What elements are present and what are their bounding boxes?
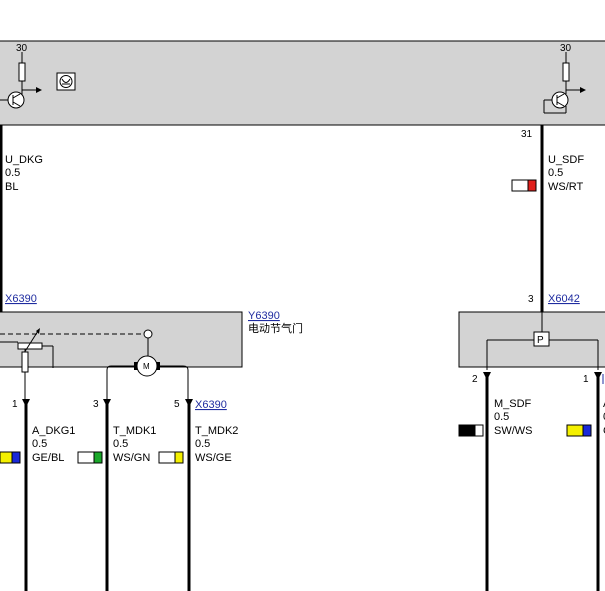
wire-label-a-dkg1: A_DKG1 0.5 GE/BL xyxy=(32,425,75,464)
right-supply-pin-label: 30 xyxy=(560,43,572,54)
right-supply-transistor-icon xyxy=(543,52,586,114)
wire-label-t-mdk2: T_MDK2 0.5 WS/GE xyxy=(195,425,238,464)
svg-text:P: P xyxy=(537,335,544,346)
svg-text:A_DKG1: A_DKG1 xyxy=(32,425,75,437)
wire-label-m-sdf: M_SDF 0.5 SW/WS xyxy=(494,398,533,437)
svg-text:WS/GE: WS/GE xyxy=(195,452,232,464)
wire-label-u-dkg: U_DKG 0.5 BL xyxy=(5,154,43,193)
svg-text:T_MDK1: T_MDK1 xyxy=(113,425,156,437)
sensor-symbol-icon xyxy=(56,72,76,91)
wire-label-u-sdf: U_SDF 0.5 WS/RT xyxy=(548,154,584,193)
top-control-module: 30 30 xyxy=(0,40,605,126)
throttle-potentiometer-icon xyxy=(0,328,153,400)
svg-text:U_SDF: U_SDF xyxy=(548,154,584,166)
wire-color-swatch-a-dkg1 xyxy=(0,451,21,464)
sensor-top-pin-label: 3 xyxy=(528,294,534,305)
pin-arrows-sensor xyxy=(483,372,602,380)
throttle-body-box xyxy=(0,311,243,368)
component-name-throttle: 电动节气门 xyxy=(248,321,303,335)
component-id-y6390[interactable]: Y6390 xyxy=(248,310,280,322)
svg-text:GE/BL: GE/BL xyxy=(32,452,64,464)
svg-text:0.5: 0.5 xyxy=(494,411,509,423)
top-module-body xyxy=(0,40,605,126)
svg-text:WS/GN: WS/GN xyxy=(113,452,150,464)
throttle-pin-5: 5 xyxy=(174,399,180,410)
sensor-pin-2: 2 xyxy=(472,374,478,385)
wire-color-swatch-m-sdf xyxy=(458,424,484,437)
pressure-sensor-module: P xyxy=(458,311,605,370)
svg-text:0.5: 0.5 xyxy=(113,438,128,450)
connector-x6042[interactable]: X6042 xyxy=(548,293,580,305)
svg-text:WS/RT: WS/RT xyxy=(548,181,584,193)
pressure-sensor-icon: P xyxy=(486,312,599,370)
svg-text:0.5: 0.5 xyxy=(548,167,563,179)
svg-text:M_SDF: M_SDF xyxy=(494,398,532,410)
sensor-pin-1: 1 xyxy=(583,374,589,385)
svg-text:U_DKG: U_DKG xyxy=(5,154,43,166)
connector-x6390-bottom[interactable]: X6390 xyxy=(195,399,227,411)
svg-text:0.5: 0.5 xyxy=(5,167,20,179)
svg-text:0: 0 xyxy=(603,411,605,423)
throttle-motor-icon: M xyxy=(106,338,189,400)
left-supply-pin-label: 30 xyxy=(16,43,28,54)
throttle-pin-1: 1 xyxy=(12,399,18,410)
top-module-output-pin-label: 31 xyxy=(521,129,533,140)
wire-label-t-mdk1: T_MDK1 0.5 WS/GN xyxy=(113,425,156,464)
wire-color-swatch-right-cut xyxy=(566,424,592,437)
svg-text:G: G xyxy=(603,425,605,437)
svg-text:SW/WS: SW/WS xyxy=(494,425,533,437)
left-supply-transistor-icon xyxy=(0,52,42,109)
svg-text:0.5: 0.5 xyxy=(195,438,210,450)
throttle-body-module: M xyxy=(0,311,243,400)
svg-text:M: M xyxy=(143,362,150,371)
svg-text:T_MDK2: T_MDK2 xyxy=(195,425,238,437)
wire-color-swatch-t-mdk1 xyxy=(77,451,103,464)
wire-color-swatch-t-mdk2 xyxy=(158,451,184,464)
svg-text:A: A xyxy=(603,398,605,410)
svg-text:BL: BL xyxy=(5,181,18,193)
svg-text:0.5: 0.5 xyxy=(32,438,47,450)
throttle-pin-3: 3 xyxy=(93,399,99,410)
wire-color-swatch-u-sdf xyxy=(511,179,537,192)
wire-label-right-cut: A 0 G xyxy=(603,398,605,437)
connector-x6390-top[interactable]: X6390 xyxy=(5,293,37,305)
pin-arrows-throttle xyxy=(22,399,193,407)
